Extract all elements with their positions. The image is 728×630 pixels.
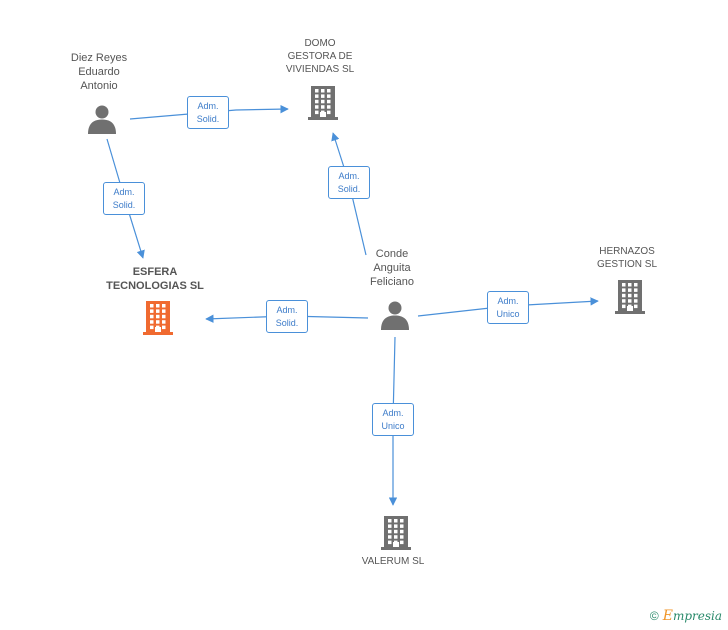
edge-label-conde-esfera[interactable]: Adm. Solid.	[266, 300, 308, 333]
esfera-label[interactable]: ESFERA TECNOLOGIAS SL	[95, 265, 215, 293]
conde-label-line: Feliciano	[369, 276, 415, 288]
edge-diez-domo	[129, 104, 289, 120]
domo-label-line: DOMO	[304, 38, 336, 49]
esfera-label-line: ESFERA	[132, 266, 178, 278]
diez-label-line: Antonio	[80, 80, 118, 92]
edge-role-line1: Adm.	[276, 305, 298, 315]
edge-role-line1: Adm.	[382, 408, 404, 418]
esfera-building-icon[interactable]	[142, 301, 174, 340]
valerum-label[interactable]: VALERUM SL	[333, 555, 453, 568]
edge-role-line2: Unico	[381, 421, 405, 431]
hernazos-label-line: HERNAZOS	[599, 246, 655, 257]
hernazos-label[interactable]: HERNAZOS GESTION SL	[567, 245, 687, 271]
edge-role-line1: Adm.	[497, 296, 519, 306]
diez-person-icon[interactable]	[87, 104, 117, 139]
edge-role-line2: Solid.	[112, 200, 136, 210]
conde-label-line: Conde	[375, 248, 409, 260]
conde-label-line: Anguita	[373, 262, 411, 274]
edge-label-conde-valerum[interactable]: Adm. Unico	[372, 403, 414, 436]
edge-label-diez-esfera[interactable]: Adm. Solid.	[103, 182, 145, 215]
edge-label-diez-domo[interactable]: Adm. Solid.	[187, 96, 229, 129]
valerum-building-icon[interactable]	[380, 516, 412, 555]
footer-brand[interactable]: ©Empresia	[650, 608, 722, 624]
edge-role-line1: Adm.	[113, 187, 135, 197]
edge-role-line1: Adm.	[197, 101, 219, 111]
esfera-label-line: TECNOLOGIAS SL	[106, 280, 204, 292]
edge-role-line2: Solid.	[196, 114, 220, 124]
copyright-symbol: ©	[649, 609, 659, 623]
edge-role-line2: Solid.	[275, 318, 299, 328]
edge-role-line1: Adm.	[338, 171, 360, 181]
edge-role-line2: Solid.	[337, 184, 361, 194]
hernazos-label-line: GESTION SL	[596, 259, 657, 270]
brand-logo: Empresia	[662, 608, 722, 624]
diez-label-line: Diez Reyes	[70, 52, 128, 64]
edge-label-conde-domo[interactable]: Adm. Solid.	[328, 166, 370, 199]
diez-label-line: Eduardo	[78, 66, 120, 78]
valerum-label-line: VALERUM SL	[361, 556, 425, 567]
hernazos-building-icon[interactable]	[614, 280, 646, 319]
domo-label[interactable]: DOMO GESTORA DE VIVIENDAS SL	[260, 37, 380, 76]
domo-building-icon[interactable]	[307, 86, 339, 125]
domo-label-line: VIVIENDAS SL	[285, 64, 355, 75]
conde-person-icon[interactable]	[380, 300, 410, 335]
domo-label-line: GESTORA DE	[287, 51, 353, 62]
edge-label-conde-hernazos[interactable]: Adm. Unico	[487, 291, 529, 324]
edge-role-line2: Unico	[496, 309, 520, 319]
